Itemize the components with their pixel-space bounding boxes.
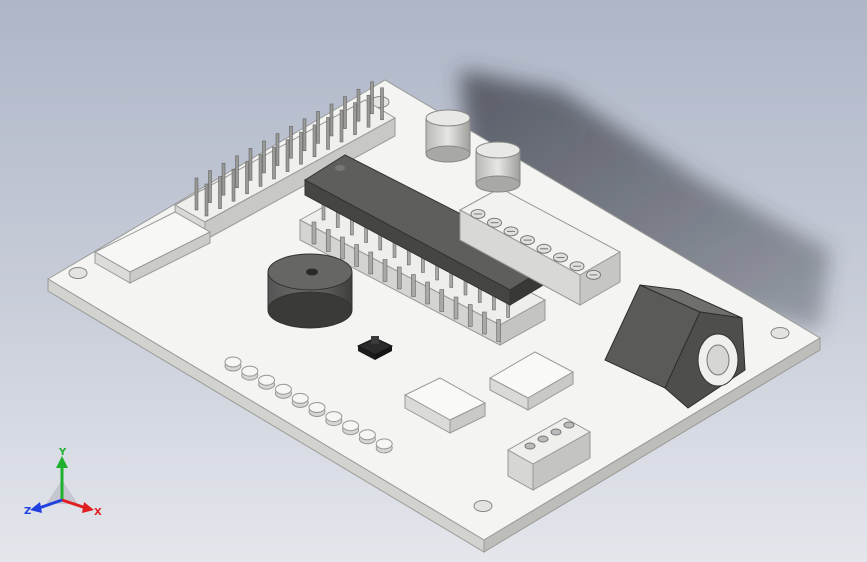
x-axis-arrow-icon	[82, 502, 94, 513]
z-axis-line	[38, 498, 63, 510]
top-capacitor-1	[425, 109, 471, 163]
terminal-block-strip[interactable]	[458, 187, 622, 306]
z-axis-label: Z	[24, 506, 31, 517]
x-axis-label: X	[94, 507, 102, 518]
header-pins	[194, 81, 384, 217]
reset-push-button[interactable]	[356, 336, 394, 360]
led-row	[224, 356, 393, 454]
y-axis-arrow-icon	[56, 456, 68, 468]
resistor-block-2	[488, 351, 575, 411]
z-axis-arrow-icon	[30, 502, 42, 513]
terminal-screws	[470, 209, 601, 280]
resistor-block-1	[403, 377, 487, 434]
y-axis-label: Y	[58, 447, 67, 458]
top-capacitor-2	[475, 141, 521, 193]
orientation-triad[interactable]: Y X Z	[22, 446, 112, 526]
left-module-block	[93, 211, 212, 284]
dc-power-jack[interactable]	[604, 284, 746, 409]
board-shadow	[460, 70, 830, 330]
x-axis-line	[61, 498, 87, 510]
small-terminal-block[interactable]	[506, 417, 592, 491]
mounting-holes	[68, 96, 790, 512]
buzzer	[267, 253, 353, 329]
